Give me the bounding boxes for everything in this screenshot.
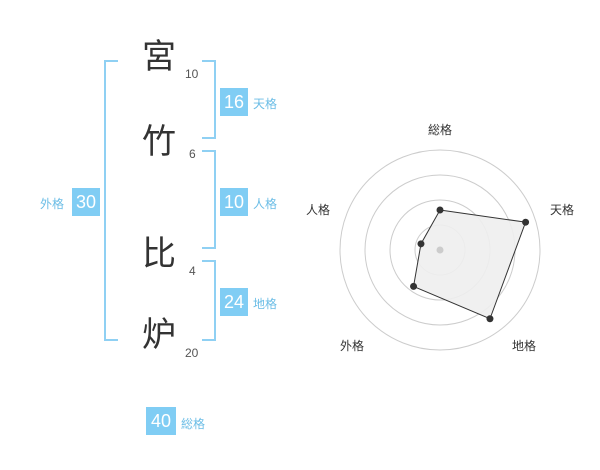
name-char-4: 炉 (142, 315, 176, 355)
name-char-3: 比 (142, 234, 176, 274)
radar-axis-label-2: 天格 (550, 202, 574, 217)
gaikaku-score: 30 (72, 188, 100, 216)
chikaku-label: 地格 (253, 297, 278, 311)
name-char-1: 宮 (142, 37, 176, 77)
stroke-count-4: 20 (185, 346, 199, 360)
tenkaku-score: 16 (220, 88, 248, 116)
soukaku-score: 40 (146, 407, 176, 435)
radar-point-3 (486, 315, 494, 323)
stroke-count-2: 6 (189, 147, 196, 161)
soukaku-label: 総格 (181, 417, 206, 431)
radar-point-5 (417, 240, 425, 248)
chikaku-bracket (202, 260, 216, 341)
radar-point-1 (436, 206, 444, 214)
radar-center-dot (436, 246, 444, 254)
gaikaku-label: 外格 (40, 197, 65, 211)
stroke-count-3: 4 (189, 264, 196, 278)
radar-axis-label-1: 総格 (428, 122, 452, 137)
radar-ring-4 (339, 149, 541, 351)
radar-point-4 (410, 282, 418, 290)
gaikaku-bracket (104, 60, 118, 341)
tenkaku-label: 天格 (253, 97, 278, 111)
radar-axis-label-5: 人格 (306, 202, 330, 217)
radar-point-2 (522, 218, 530, 226)
jinkaku-bracket (202, 150, 216, 249)
jinkaku-score: 10 (220, 188, 248, 216)
name-char-2: 竹 (142, 122, 176, 162)
radar-axis-label-4: 外格 (340, 338, 364, 353)
stroke-count-1: 10 (185, 67, 199, 81)
tenkaku-bracket (202, 60, 216, 139)
radar-axis-label-3: 地格 (512, 338, 536, 353)
chikaku-score: 24 (220, 288, 248, 316)
jinkaku-label: 人格 (253, 197, 278, 211)
radar-area (412, 209, 527, 320)
